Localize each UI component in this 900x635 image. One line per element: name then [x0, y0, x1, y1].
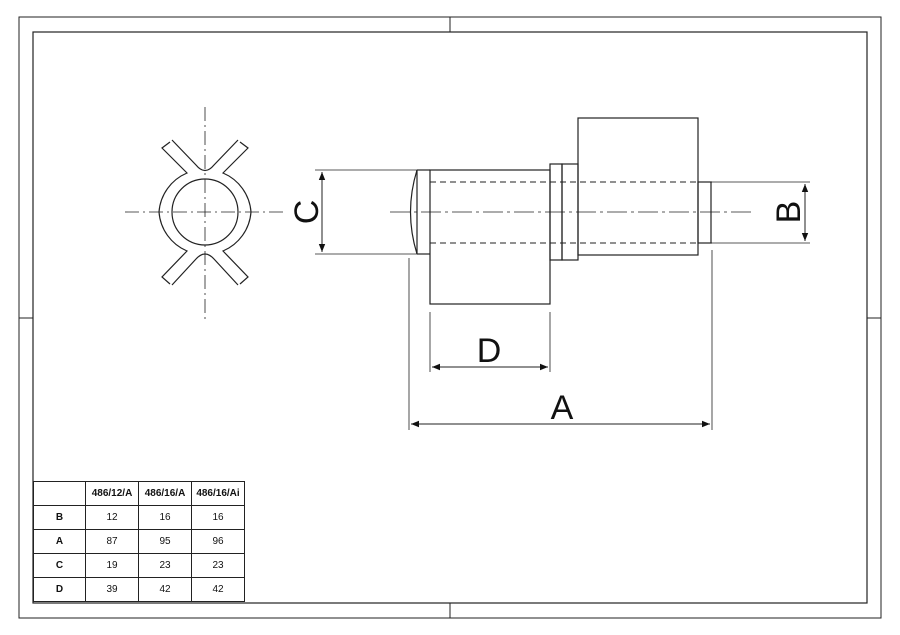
table-cell: 23: [191, 553, 245, 578]
table-cell: 16: [191, 505, 245, 530]
table-cell: 95: [138, 529, 192, 554]
row-label: A: [33, 529, 86, 554]
table-cell: 19: [85, 553, 139, 578]
table-header-cell: 486/12/A: [85, 481, 139, 506]
pin-stub: [697, 181, 712, 244]
upper-leaf: [577, 117, 699, 256]
table-cell: 12: [85, 505, 139, 530]
table-header-cell: [33, 481, 86, 506]
sheet-frame: [18, 16, 882, 619]
table-row: D 39 42 42: [33, 577, 245, 602]
dimension-c: [315, 169, 417, 255]
table-row: C 19 23 23: [33, 553, 245, 578]
side-view: [390, 117, 752, 305]
table-cell: 23: [138, 553, 192, 578]
table-header-cell: 486/16/Ai: [191, 481, 245, 506]
sleeve-section-upper: [158, 139, 252, 213]
dim-d-label: D: [477, 332, 502, 370]
row-label: D: [33, 577, 86, 602]
row-label: C: [33, 553, 86, 578]
table-cell: 16: [138, 505, 192, 530]
dim-b-label: B: [770, 201, 808, 224]
dimension-table: 486/12/A 486/16/A 486/16/Ai B 12 16 16 A…: [33, 481, 245, 602]
table-cell: 96: [191, 529, 245, 554]
dimension-b: [712, 181, 810, 244]
dim-c-label: C: [288, 200, 326, 225]
table-row: A 87 95 96: [33, 529, 245, 554]
pin-section-inner: [171, 178, 239, 246]
pin-head: [409, 169, 418, 255]
table-header-cell: 486/16/A: [138, 481, 192, 506]
sleeve-section-lower: [158, 211, 252, 286]
lower-leaf: [429, 169, 551, 305]
dimension-d: [429, 312, 551, 372]
end-view: [125, 107, 285, 322]
table-header-row: 486/12/A 486/16/A 486/16/Ai: [33, 481, 245, 506]
dimension-a: [408, 250, 713, 430]
table-row: B 12 16 16: [33, 505, 245, 530]
table-cell: 39: [85, 577, 139, 602]
dim-a-label: A: [551, 389, 574, 427]
table-cell: 87: [85, 529, 139, 554]
table-cell: 42: [138, 577, 192, 602]
table-cell: 42: [191, 577, 245, 602]
row-label: B: [33, 505, 86, 530]
